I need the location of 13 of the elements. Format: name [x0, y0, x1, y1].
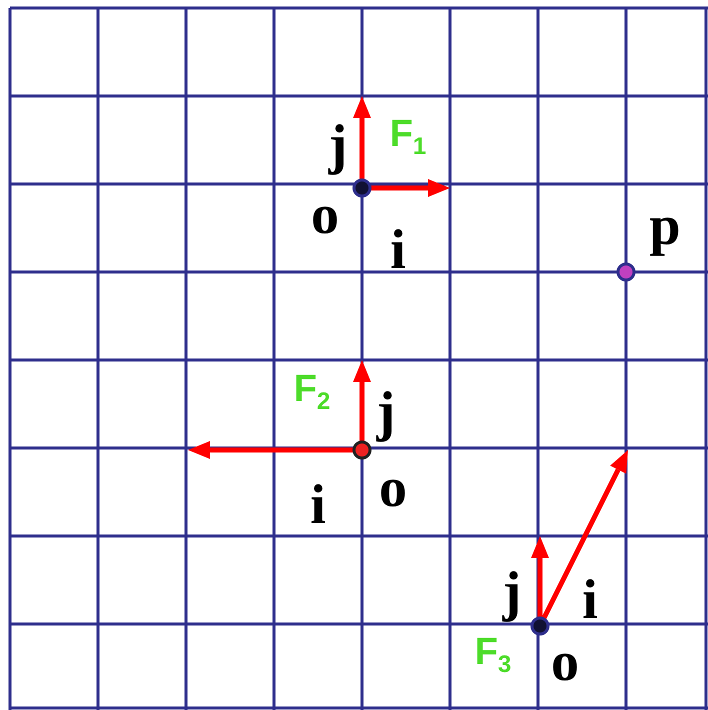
axis-label: j	[376, 384, 396, 440]
origin-label: o	[379, 460, 407, 516]
frame-label: F$_{2}$	[294, 370, 330, 414]
frame-label: F$_{3}$	[474, 633, 512, 677]
frame-label: F$_{1}$	[390, 115, 426, 159]
origin-label: o	[551, 634, 579, 690]
axis-label: j	[328, 117, 348, 173]
axis-label: j	[502, 564, 522, 620]
axis-label: i	[390, 222, 406, 278]
axis-label: i	[582, 572, 598, 628]
axis-label: i	[310, 477, 326, 533]
point-label: p	[649, 198, 681, 254]
origin-label: o	[311, 187, 339, 243]
